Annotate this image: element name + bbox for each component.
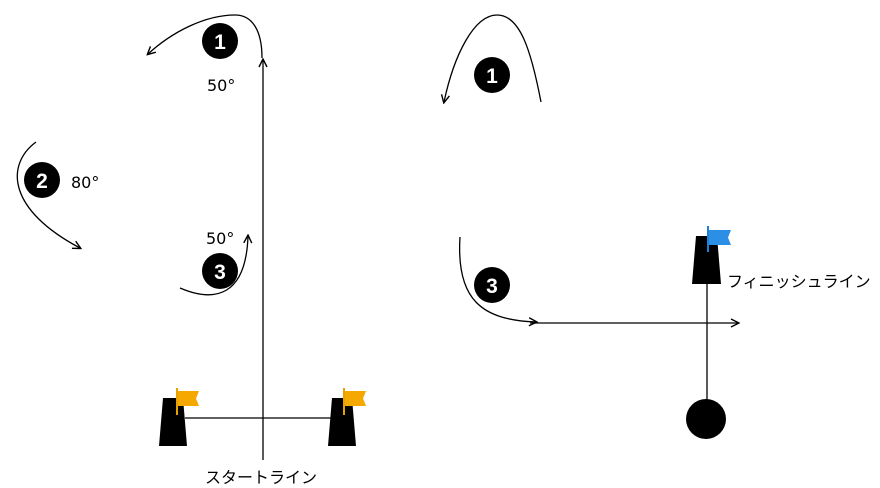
marker-1-right: 1	[474, 57, 510, 93]
start-line-label: スタートライン	[205, 468, 317, 487]
marker-3-right: 3	[474, 267, 510, 303]
turn-arrow-2	[16, 141, 80, 248]
turn-arrow-3	[179, 236, 248, 296]
flag-icon	[178, 391, 199, 406]
start-buoy-right	[328, 388, 366, 446]
svg-text:3: 3	[486, 275, 498, 298]
marker-1: 1	[202, 23, 238, 59]
angle-label-2: 80°	[71, 173, 99, 192]
svg-text:2: 2	[36, 170, 48, 193]
left-course-diagram: スタートライン 1 50° 2 80° 3 50°	[16, 14, 366, 487]
turn-arrow-1	[148, 14, 263, 59]
right-course-diagram: フィニッシュライン 1 3	[444, 14, 871, 439]
flag-icon	[709, 230, 731, 245]
turn-arrow-1-right	[444, 14, 542, 102]
flag-icon	[345, 391, 366, 406]
marker-2: 2	[24, 162, 60, 198]
svg-text:1: 1	[486, 65, 498, 88]
svg-text:3: 3	[214, 261, 226, 284]
turn-arrow-3-right	[458, 236, 536, 322]
angle-label-3: 50°	[206, 229, 234, 248]
angle-label-1: 50°	[207, 76, 235, 95]
svg-text:1: 1	[214, 31, 226, 54]
finish-buoy	[692, 226, 731, 284]
finish-line-label: フィニッシュライン	[727, 272, 871, 291]
start-buoy-left	[159, 388, 199, 446]
marker-3: 3	[202, 253, 238, 289]
mark-circle	[686, 399, 726, 439]
